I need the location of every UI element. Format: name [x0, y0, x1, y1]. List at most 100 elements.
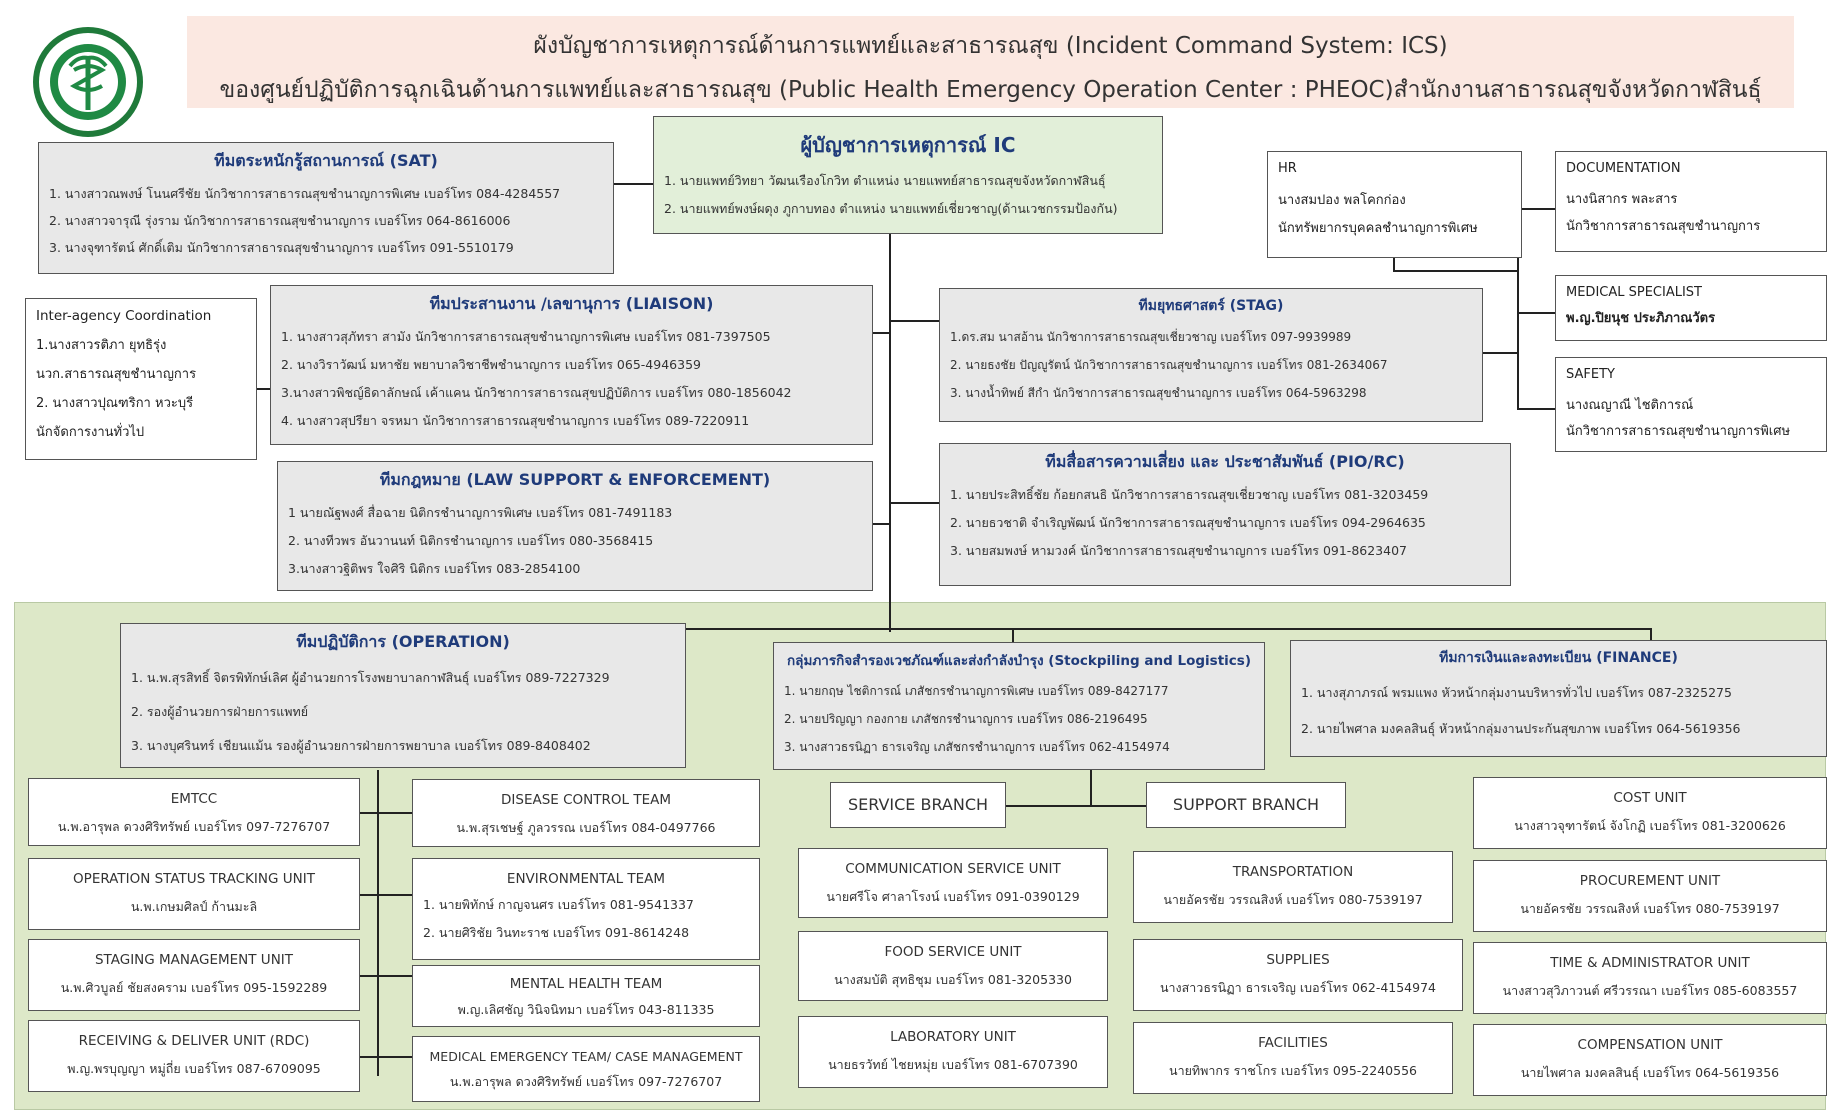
documentation-box: DOCUMENTATION นางนิสากร พละสาร นักวิชากา…: [1555, 151, 1827, 252]
inter-agency-box: Inter-agency Coordination 1.นางสาวรติภา …: [25, 298, 257, 460]
documentation-member: นักวิชาการสาธารณสุขชำนาญการ: [1566, 219, 1761, 234]
unit-name: TRANSPORTATION: [1232, 864, 1354, 880]
unit-name: RECEIVING & DELIVER UNIT (RDC): [78, 1033, 310, 1049]
logistics-member: 2. นายปริญญา กองกาย เภสัชกรชำนาญการ เบอร…: [784, 712, 1148, 726]
connector-branches: [1006, 805, 1146, 807]
connector-ops-logistics: [1012, 628, 1014, 642]
liaison-member: 1. นางสาวสุภัทรา สามัง นักวิชาการสาธารณส…: [281, 329, 771, 344]
safety-member: นางณญาณี ไชติการณ์: [1566, 398, 1694, 413]
unit-name: TIME & ADMINISTRATOR UNIT: [1550, 955, 1750, 971]
ministry-logo: [32, 26, 144, 138]
documentation-member: นางนิสากร พละสาร: [1566, 192, 1678, 207]
unit-person: นายธรวัทย์ ไชยหมุ่ย เบอร์โทร 081-6707390: [828, 1057, 1078, 1072]
unit-person: 2. นายศิริชัย วินทะราช เบอร์โทร 091-8614…: [423, 925, 690, 940]
unit-name: PROCUREMENT UNIT: [1579, 873, 1721, 889]
unit-name: SUPPLIES: [1266, 952, 1330, 968]
ops-team-environmental: ENVIRONMENTAL TEAM 1. นายพิทักษ์ กาญจนศร…: [412, 858, 760, 960]
medical-specialist-title: MEDICAL SPECIALIST: [1566, 285, 1702, 300]
hr-title: HR: [1278, 161, 1297, 176]
connector-main-law: [873, 523, 890, 525]
law-team-box: ทีมกฎหมาย (LAW SUPPORT & ENFORCEMENT) 1 …: [277, 461, 873, 591]
unit-person: น.พ.ศิวบูลย์ ชัยสงคราม เบอร์โทร 095-1592…: [60, 980, 328, 995]
pio-team-title: ทีมสื่อสารความเสี่ยง และ ประชาสัมพันธ์ (…: [1045, 452, 1405, 471]
logistics-member: 1. นายกฤษ ไชติการณ์ เภสัชกรชำนาญการพิเศษ…: [784, 684, 1169, 698]
ic-member: 1. นายแพทย์วิทยา วัฒนเรืองโกวิท ตำแหน่ง …: [664, 173, 1106, 188]
liaison-team-box: ทีมประสานงาน /เลขานุการ (LIAISON) 1. นาง…: [270, 285, 873, 445]
unit-person: นายไพศาล มงคลสินธุ์ เบอร์โทร 064-5619356: [1520, 1065, 1780, 1080]
law-member: 2. นางทีวพร อันวานนท์ นิติกรชำนาญการ เบอ…: [288, 533, 654, 548]
inter-agency-member: 1.นางสาวรติภา ยุทธิรุ่ง: [36, 338, 167, 353]
unit-person: นายศรีโจ ศาลาโรงน์ เบอร์โทร 091-0390129: [826, 889, 1080, 904]
connector-logistics-branches: [1090, 770, 1092, 806]
hr-member: นักทรัพยากรบุคคลชำนาญการพิเศษ: [1278, 221, 1478, 236]
connector-left-units: [377, 798, 379, 1076]
support-unit-facilities: FACILITIES นายทิพากร ราชโกร เบอร์โทร 095…: [1133, 1022, 1453, 1094]
sat-team-box: ทีมตระหนักรู้สถานการณ์ (SAT) 1. นางสาวณพ…: [38, 142, 614, 274]
safety-title: SAFETY: [1566, 367, 1615, 382]
connector-left-unit-3: [360, 975, 412, 977]
unit-person: นางสาวธรนิฏา ธารเจริญ เบอร์โทร 062-41549…: [1159, 980, 1436, 995]
support-unit-supplies: SUPPLIES นางสาวธรนิฏา ธารเจริญ เบอร์โทร …: [1133, 939, 1463, 1011]
unit-name: EMTCC: [170, 791, 218, 807]
operation-team-title: ทีมปฏิบัติการ (OPERATION): [296, 632, 510, 651]
chart-title-line1: ผังบัญชาการเหตุการณ์ด้านการแพทย์และสาธาร…: [533, 33, 1448, 59]
pio-team-box: ทีมสื่อสารความเสี่ยง และ ประชาสัมพันธ์ (…: [939, 443, 1511, 586]
connector-hr-down: [1393, 258, 1395, 272]
unit-person: พ.ญ.เลิศชัญ วินิจนิทมา เบอร์โทร 043-8113…: [457, 1002, 715, 1017]
unit-person: นางสมบัติ สุทธิชุม เบอร์โทร 081-3205330: [834, 972, 1072, 987]
service-unit-communication: COMMUNICATION SERVICE UNIT นายศรีโจ ศาลา…: [798, 848, 1108, 918]
connector-hr-right: [1393, 270, 1519, 272]
medical-specialist-box: MEDICAL SPECIALIST พ.ญ.ปิยนุช ประภิภาณวั…: [1555, 275, 1827, 341]
stag-team-title: ทีมยุทธศาสตร์ (STAG): [1138, 298, 1284, 314]
connector-interagency-liaison: [256, 388, 270, 390]
unit-name: COMPENSATION UNIT: [1577, 1037, 1723, 1053]
finance-member: 2. นายไพศาล มงคลสินธุ์ หัวหน้ากลุ่มงานปร…: [1301, 721, 1741, 736]
unit-name: STAGING MANAGEMENT UNIT: [94, 952, 294, 968]
support-unit-transportation: TRANSPORTATION นายอัครชัย วรรณสิงห์ เบอร…: [1133, 851, 1453, 923]
unit-name: COST UNIT: [1613, 790, 1687, 806]
medical-specialist-member: พ.ญ.ปิยนุช ประภิภาณวัตร: [1566, 311, 1716, 326]
connector-ops-horizontal: [322, 628, 1652, 630]
unit-name: COMMUNICATION SERVICE UNIT: [845, 861, 1061, 877]
unit-person: น.พ.อารุพล ดวงศิริทรัพย์ เบอร์โทร 097-72…: [449, 1074, 723, 1089]
operation-team-box: ทีมปฏิบัติการ (OPERATION) 1. น.พ.สุรสิทธ…: [120, 623, 686, 768]
service-unit-laboratory: LABORATORY UNIT นายธรวัทย์ ไชยหมุ่ย เบอร…: [798, 1016, 1108, 1088]
hr-box: HR นางสมปอง พลโคกก่อง นักทรัพยากรบุคคลชำ…: [1267, 151, 1522, 258]
ops-unit-staging: STAGING MANAGEMENT UNIT น.พ.ศิวบูลย์ ชัย…: [28, 939, 360, 1011]
ops-team-medical-emergency: MEDICAL EMERGENCY TEAM/ CASE MANAGEMENT …: [412, 1036, 760, 1102]
liaison-member: 3.นางสาวพิชญ์ธิดาลักษณ์ เค้าแคน นักวิชาก…: [281, 385, 792, 400]
documentation-title: DOCUMENTATION: [1566, 161, 1681, 176]
hr-member: นางสมปอง พลโคกก่อง: [1278, 193, 1406, 208]
ops-team-disease-control: DISEASE CONTROL TEAM น.พ.สุรเชษฐ์ ภูลวรร…: [412, 779, 760, 847]
pio-member: 3. นายสมพงษ์ หามวงค์ นักวิชาการสาธารณสุข…: [950, 543, 1407, 558]
finance-unit-cost: COST UNIT นางสาวจุฑารัตน์ จังโกฏิ เบอร์โ…: [1473, 777, 1827, 849]
sat-member: 2. นางสาวจารุณี รุ่งราม นักวิชาการสาธารณ…: [49, 213, 511, 228]
sat-member: 3. นางจุฑารัตน์ ศักดิ์เติม นักวิชาการสาธ…: [49, 240, 514, 255]
connector-main-pio: [889, 502, 939, 504]
unit-person: นายทิพากร ราชโกร เบอร์โทร 095-2240556: [1169, 1063, 1417, 1078]
connector-safety: [1517, 408, 1555, 410]
connector-ic-main-vertical: [889, 214, 891, 632]
connector-doc: [1517, 208, 1555, 210]
incident-commander-box: ผู้บัญชาการเหตุการณ์ IC 1. นายแพทย์วิทยา…: [653, 116, 1163, 234]
unit-name: OPERATION STATUS TRACKING UNIT: [73, 871, 315, 887]
connector-medical: [1517, 312, 1555, 314]
law-member: 1 นายณัฐพงศ์ สื่อฉาย นิติกรชำนาญการพิเศษ…: [288, 505, 673, 520]
logistics-team-title: กลุ่มภารกิจสำรองเวชภัณฑ์และส่งกำลังบำรุง…: [787, 653, 1251, 669]
finance-unit-procurement: PROCUREMENT UNIT นายอัครชัย วรรณสิงห์ เบ…: [1473, 860, 1827, 932]
ops-team-mental-health: MENTAL HEALTH TEAM พ.ญ.เลิศชัญ วินิจนิทม…: [412, 965, 760, 1027]
connector-main-stag: [889, 320, 939, 322]
unit-person: พ.ญ.พรบุญญา หมู่ถี่ย เบอร์โทร 087-670909…: [67, 1061, 321, 1076]
inter-agency-member: 2. นางสาวปุณฑริกา หวะบุรี: [36, 396, 194, 411]
unit-person: นางสาวจุฑารัตน์ จังโกฏิ เบอร์โทร 081-320…: [1514, 818, 1786, 833]
stag-member: 3. นางน้ำทิพย์ สีกำ นักวิชาการสาธารณสุขช…: [950, 386, 1367, 400]
connector-stag-right: [1483, 352, 1519, 354]
finance-unit-compensation: COMPENSATION UNIT นายไพศาล มงคลสินธุ์ เบ…: [1473, 1024, 1827, 1096]
stag-team-box: ทีมยุทธศาสตร์ (STAG) 1.ดร.สม นาสอ้าน นัก…: [939, 288, 1483, 422]
service-branch-box: SERVICE BRANCH: [830, 782, 1006, 828]
stag-member: 1.ดร.สม นาสอ้าน นักวิชาการสาธารณสุขเชี่ย…: [950, 330, 1352, 344]
chart-title-line2: ของศูนย์ปฏิบัติการฉุกเฉินด้านการแพทย์และ…: [219, 77, 1762, 103]
connector-left-unit-1: [360, 812, 412, 814]
stag-member: 2. นายธงชัย ปัญญูรัตน์ นักวิชาการสาธารณส…: [950, 358, 1388, 372]
chart-header: ผังบัญชาการเหตุการณ์ด้านการแพทย์และสาธาร…: [187, 16, 1794, 108]
